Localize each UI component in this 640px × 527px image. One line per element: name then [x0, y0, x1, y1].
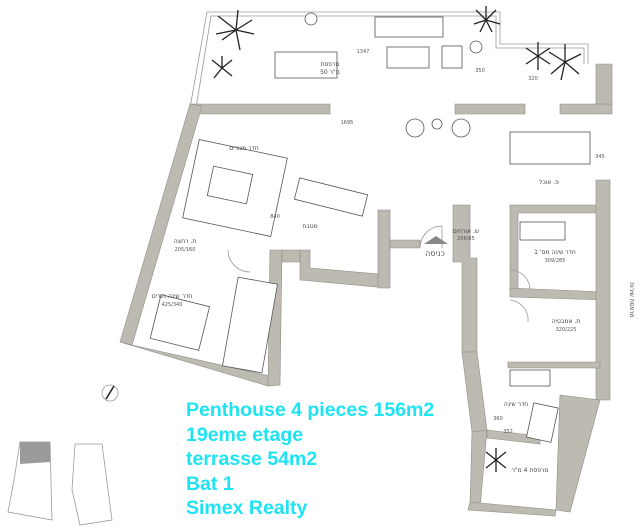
dim-terrace-depth: 350 — [475, 68, 485, 74]
door — [509, 269, 531, 291]
door — [227, 249, 251, 273]
master-bed — [149, 294, 211, 351]
kitchen-island — [293, 177, 369, 217]
side-table — [431, 118, 443, 130]
terrace-armchair — [441, 45, 463, 69]
bedroom2-bed — [519, 221, 566, 241]
room-label-entrance: כניסה — [425, 249, 445, 258]
caption-agency: Simex Realty — [186, 497, 308, 519]
compass-icon — [101, 384, 119, 402]
terrace-area: 50 מ"ר — [320, 69, 340, 76]
dim-terrace-depth2: 320 — [528, 76, 538, 82]
caption-floor: 19eme etage — [186, 423, 304, 446]
room-label-bedroom2: חדר שינה מס' 1 — [534, 249, 576, 256]
dim-bedroom3-h: 360 — [493, 416, 503, 422]
living-table — [206, 165, 254, 205]
terrace-coffee-table — [386, 46, 430, 69]
wardrobe — [222, 276, 278, 374]
walls — [119, 63, 613, 517]
room-label-bedroom3: חדר שינה — [504, 401, 528, 408]
room-label-dining: פ. אוכל — [539, 179, 559, 186]
room-label-guest-wc: ש. אורחים — [453, 228, 479, 235]
room-label-terrace: מרפסת — [320, 61, 339, 68]
terrace — [189, 11, 589, 109]
room-label-master: חדר שינה הורים — [152, 293, 193, 300]
planter — [304, 12, 318, 26]
dim-main-width: 1695 — [341, 120, 354, 126]
dim-dining: 345 — [595, 154, 605, 160]
planter — [469, 40, 483, 54]
room-label-living: חדר מגורים — [229, 145, 258, 152]
bathtub — [509, 369, 551, 387]
room-label-service-balcony: מרפסת שירות — [628, 282, 635, 318]
entrance-arrow-icon — [424, 236, 448, 244]
room-label-bath: ת. רחצה — [174, 238, 197, 245]
room-label-kitchen: מטבח — [302, 223, 317, 230]
palm-icon — [211, 6, 582, 472]
caption-title: Penthouse 4 pieces 156m2 — [186, 399, 435, 421]
dim-bedroom3: 352 — [503, 429, 513, 435]
caption-terrace: terrasse 54m2 — [186, 448, 318, 470]
dim-master: 425/340 — [162, 302, 183, 308]
dining-table — [509, 131, 591, 165]
room-label-family-bath: ת. אמבטיה — [552, 318, 581, 325]
key-plan — [7, 441, 113, 526]
caption-building: Bat 1 — [186, 472, 234, 495]
terrace-sofa — [374, 16, 444, 38]
bedroom3-bed — [526, 402, 559, 443]
dim-living: 840 — [270, 214, 280, 220]
listing-caption: Penthouse 4 pieces 156m2 19eme etage ter… — [186, 398, 434, 521]
dim-bath: 205/160 — [175, 247, 196, 253]
entry-door — [419, 225, 443, 249]
dim-family-bath: 320/225 — [556, 327, 577, 333]
dim-guest-wc: 206/85 — [457, 236, 475, 242]
armchair — [405, 118, 425, 138]
dim-terrace-width: 1347 — [357, 49, 370, 55]
armchair — [451, 118, 471, 138]
room-label-small-balcony: מרפסת 4 מ"ר — [512, 467, 549, 474]
terrace-dining-table — [274, 51, 338, 79]
dim-bedroom2: 309/285 — [545, 258, 566, 264]
door — [509, 299, 529, 323]
